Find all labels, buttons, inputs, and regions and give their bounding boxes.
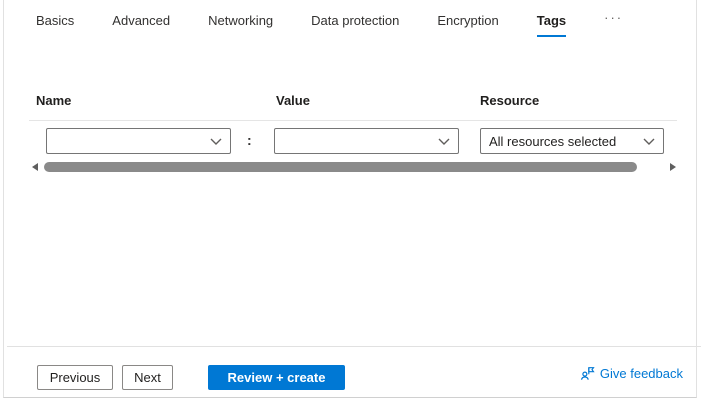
tag-value-combobox[interactable] (274, 128, 459, 154)
scrollbar-left-arrow-icon[interactable] (32, 163, 38, 171)
column-header-value: Value (276, 93, 310, 108)
chevron-down-icon (210, 138, 222, 145)
feedback-person-flag-icon (580, 366, 595, 381)
chevron-down-icon (643, 138, 655, 145)
chevron-down-icon (438, 138, 450, 145)
give-feedback-link[interactable]: Give feedback (580, 366, 683, 381)
wizard-card: Basics Advanced Networking Data protecti… (3, 0, 701, 398)
tab-networking[interactable]: Networking (208, 13, 274, 28)
tab-data-protection[interactable]: Data protection (311, 13, 400, 28)
resource-selected-value: All resources selected (489, 133, 617, 149)
tag-value-input[interactable] (283, 129, 432, 153)
scrollbar-right-arrow-icon[interactable] (670, 163, 676, 171)
column-header-name: Name (36, 93, 72, 108)
next-button[interactable]: Next (122, 365, 173, 390)
tag-resource-dropdown[interactable]: All resources selected (480, 128, 664, 154)
table-divider (29, 120, 677, 121)
tab-encryption[interactable]: Encryption (437, 13, 499, 28)
give-feedback-label: Give feedback (599, 366, 683, 381)
name-value-separator: : (247, 132, 252, 148)
tab-advanced[interactable]: Advanced (112, 13, 171, 28)
tag-name-combobox[interactable] (46, 128, 231, 154)
horizontal-scrollbar-thumb[interactable] (44, 162, 637, 172)
tab-overflow-ellipsis-icon[interactable]: ··· (604, 10, 624, 25)
tab-tags[interactable]: Tags (536, 13, 567, 37)
column-header-resource: Resource (480, 93, 540, 108)
previous-button[interactable]: Previous (37, 365, 113, 390)
footer-divider (7, 346, 701, 347)
tag-name-input[interactable] (55, 129, 204, 153)
review-create-button[interactable]: Review + create (208, 365, 345, 390)
tab-strip: Basics Advanced Networking Data protecti… (36, 10, 623, 37)
tab-basics[interactable]: Basics (36, 13, 75, 28)
